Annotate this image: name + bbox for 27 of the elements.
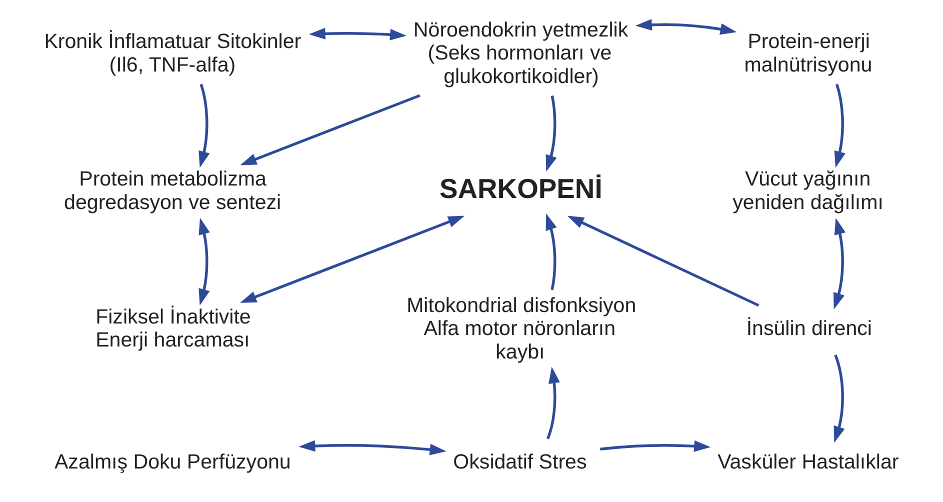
node-text: Vasküler Hastalıklar xyxy=(717,450,898,474)
arrow xyxy=(298,440,446,455)
node-text: Protein-enerji malnütrisyonu xyxy=(744,30,872,76)
node-text: Nöroendokrin yetmezlik (Seks hormonları ve glukokortikoidler) xyxy=(412,18,628,88)
node-text: Fiziksel İnaktivite Enerji harcaması xyxy=(95,304,250,352)
arrow xyxy=(308,27,406,40)
arrow xyxy=(832,217,846,309)
arrow xyxy=(634,18,736,34)
node-text: Oksidatif Stres xyxy=(452,450,586,474)
arrow xyxy=(240,94,420,165)
arrow xyxy=(198,83,210,168)
arrow xyxy=(240,215,464,302)
node-text: Protein metabolizma degredasyon ve sentezi xyxy=(64,167,281,214)
node-text: İnsülin direnci xyxy=(746,316,872,340)
node-text: Kronik İnflamatuar Sitokinler (Il6, TNF-alfa) xyxy=(44,30,301,76)
arrow xyxy=(546,366,560,439)
node-text: Azalmış Doku Perfüzyonu xyxy=(54,450,290,474)
arrow xyxy=(834,83,845,168)
node-text: Mitokondrial disfonksiyon Alfa motor nöronların kaybı xyxy=(406,293,636,363)
arrow xyxy=(566,215,759,306)
node-text: SARKOPENİ xyxy=(438,172,602,204)
arrow xyxy=(833,354,844,442)
node-text: Vücut yağının yeniden dağılımı xyxy=(732,167,883,214)
arrow xyxy=(600,440,710,452)
arrow xyxy=(545,94,556,172)
arrow xyxy=(198,217,210,305)
arrow xyxy=(545,213,556,290)
